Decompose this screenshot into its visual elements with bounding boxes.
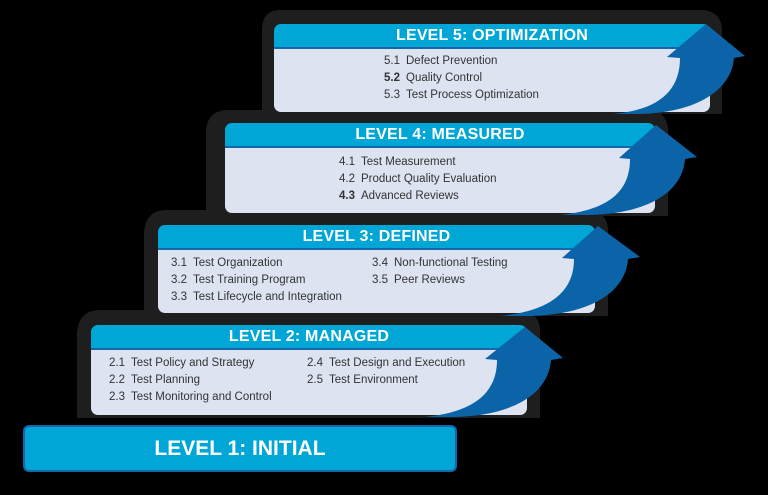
level-3-title: LEVEL 3: DEFINED [158, 225, 595, 250]
level-5-title: LEVEL 5: OPTIMIZATION [274, 24, 710, 49]
level-1-title: LEVEL 1: INITIAL [23, 425, 457, 472]
level-2-title: LEVEL 2: MANAGED [91, 325, 527, 350]
level-4-title: LEVEL 4: MEASURED [225, 123, 655, 148]
